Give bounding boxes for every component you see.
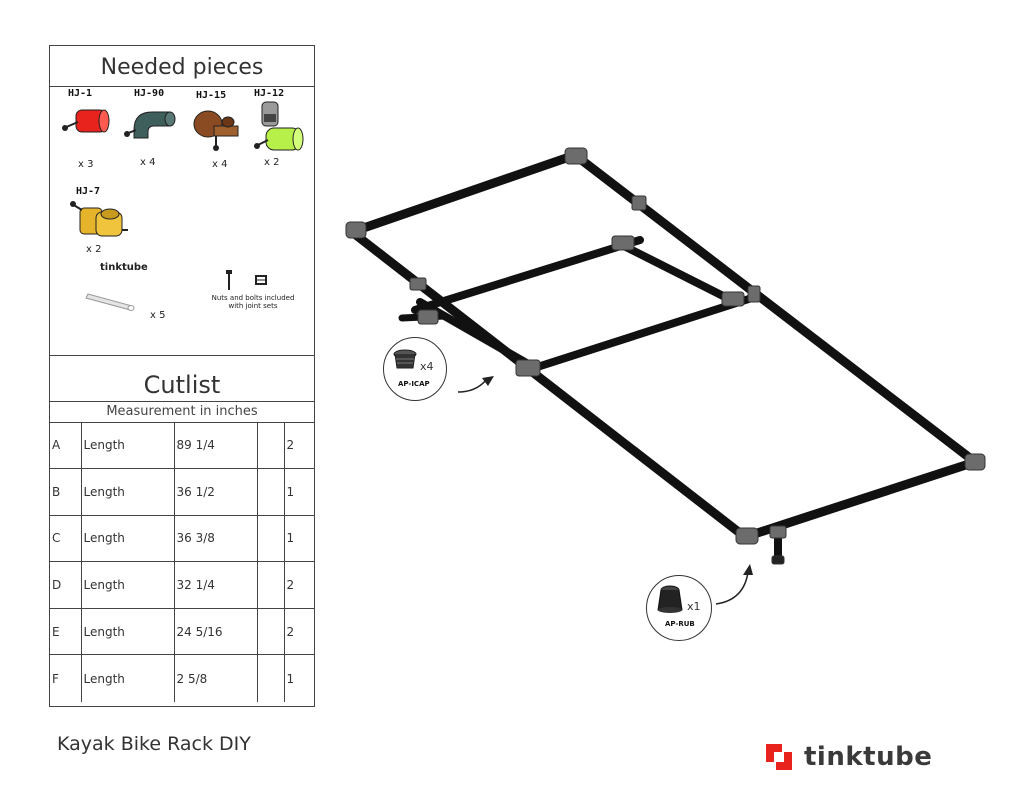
cross-joint-upper — [611, 235, 635, 251]
rubber-foot-callout: x1 AP-RUB — [646, 575, 712, 641]
clamp-joint-top-rail — [631, 195, 647, 211]
brand-name: tinktube — [804, 742, 933, 772]
cutlist-cell-id: F — [50, 654, 82, 702]
end-cap-icon — [393, 349, 417, 369]
tinktube-logo-icon — [766, 744, 792, 770]
hj-7-cross-icon — [70, 201, 128, 237]
clamp-joint-left — [409, 277, 427, 291]
parts-panel: Needed pieces HJ-1 x 3 HJ-90 x 4 HJ-15 x… — [49, 45, 315, 707]
page-caption: Kayak Bike Rack DIY — [57, 733, 251, 755]
end-cap-qty: x4 — [420, 360, 434, 373]
cutlist-cell-size: 32 1/4 — [173, 561, 258, 609]
cutlist-cell-qty: 2 — [283, 607, 314, 656]
piece-code-hj-1: HJ-1 — [68, 88, 93, 99]
corner-joint-left — [345, 221, 367, 239]
cutlist-cell-extra — [256, 561, 285, 609]
piece-qty-hj-12: x 2 — [264, 157, 280, 168]
hj-15-clamp-icon — [193, 110, 239, 151]
rubber-foot — [771, 555, 785, 565]
cutlist-cell-qty: 2 — [283, 422, 314, 470]
piece-qty-hj-1: x 3 — [78, 159, 94, 170]
clamp-joint-right — [747, 285, 761, 303]
leg-joint — [769, 525, 787, 539]
piece-code-hj-15: HJ-15 — [196, 90, 227, 101]
cutlist-cell-extra — [256, 514, 285, 563]
corner-joint-right — [964, 453, 986, 471]
cutlist-cell-size: 2 5/8 — [173, 654, 258, 702]
corner-joint-top — [564, 147, 588, 165]
rubber-foot-qty: x1 — [687, 600, 701, 613]
rubber-foot-code: AP-RUB — [665, 620, 695, 628]
rubber-foot-icon — [657, 585, 683, 613]
swivel-joint-left — [417, 309, 439, 325]
cutlist-cell-id: B — [50, 468, 82, 516]
cutlist-cell-name: Length — [80, 654, 175, 702]
piece-qty-hj-90: x 4 — [140, 157, 156, 168]
cutlist-cell-name: Length — [80, 514, 175, 563]
end-cap-code: AP-ICAP — [398, 380, 430, 388]
end-cap-callout: x4 AP-ICAP — [383, 337, 447, 401]
cross-joint-mid — [721, 291, 745, 307]
corner-joint-bottom — [735, 527, 759, 545]
hj-1-joint-icon — [62, 109, 110, 133]
needed-pieces-title: Needed pieces — [50, 46, 314, 87]
piece-qty-hj-15: x 4 — [212, 159, 228, 170]
hj-12-swivel-icon — [254, 101, 304, 151]
cutlist-cell-extra — [256, 654, 285, 702]
piece-qty-hj-7: x 2 — [86, 244, 102, 255]
tube-icon — [85, 293, 135, 311]
cutlist-cell-id: E — [50, 607, 82, 656]
piece-code-hj-90: HJ-90 — [134, 88, 165, 99]
piece-code-hj-12: HJ-12 — [254, 88, 285, 99]
cutlist-cell-size: 89 1/4 — [173, 422, 258, 470]
tube-qty: x 5 — [150, 310, 166, 321]
tinktube-label: tinktube — [100, 262, 148, 273]
brand-logo: tinktube — [762, 740, 932, 774]
cross-joint-lower — [515, 359, 541, 377]
hj-90-elbow-icon — [124, 111, 176, 139]
piece-code-hj-7: HJ-7 — [76, 186, 101, 197]
cutlist-cell-name: Length — [80, 422, 175, 470]
nuts-bolts-note: Nuts and bolts included with joint sets — [211, 294, 295, 310]
cutlist-cell-qty: 1 — [283, 514, 314, 563]
nuts-bolts-icon — [226, 270, 267, 290]
cutlist-cell-size: 36 1/2 — [173, 468, 258, 516]
cutlist-title: Cutlist — [50, 355, 314, 402]
cutlist-cell-id: A — [50, 422, 82, 470]
cutlist-cell-qty: 1 — [283, 654, 314, 702]
